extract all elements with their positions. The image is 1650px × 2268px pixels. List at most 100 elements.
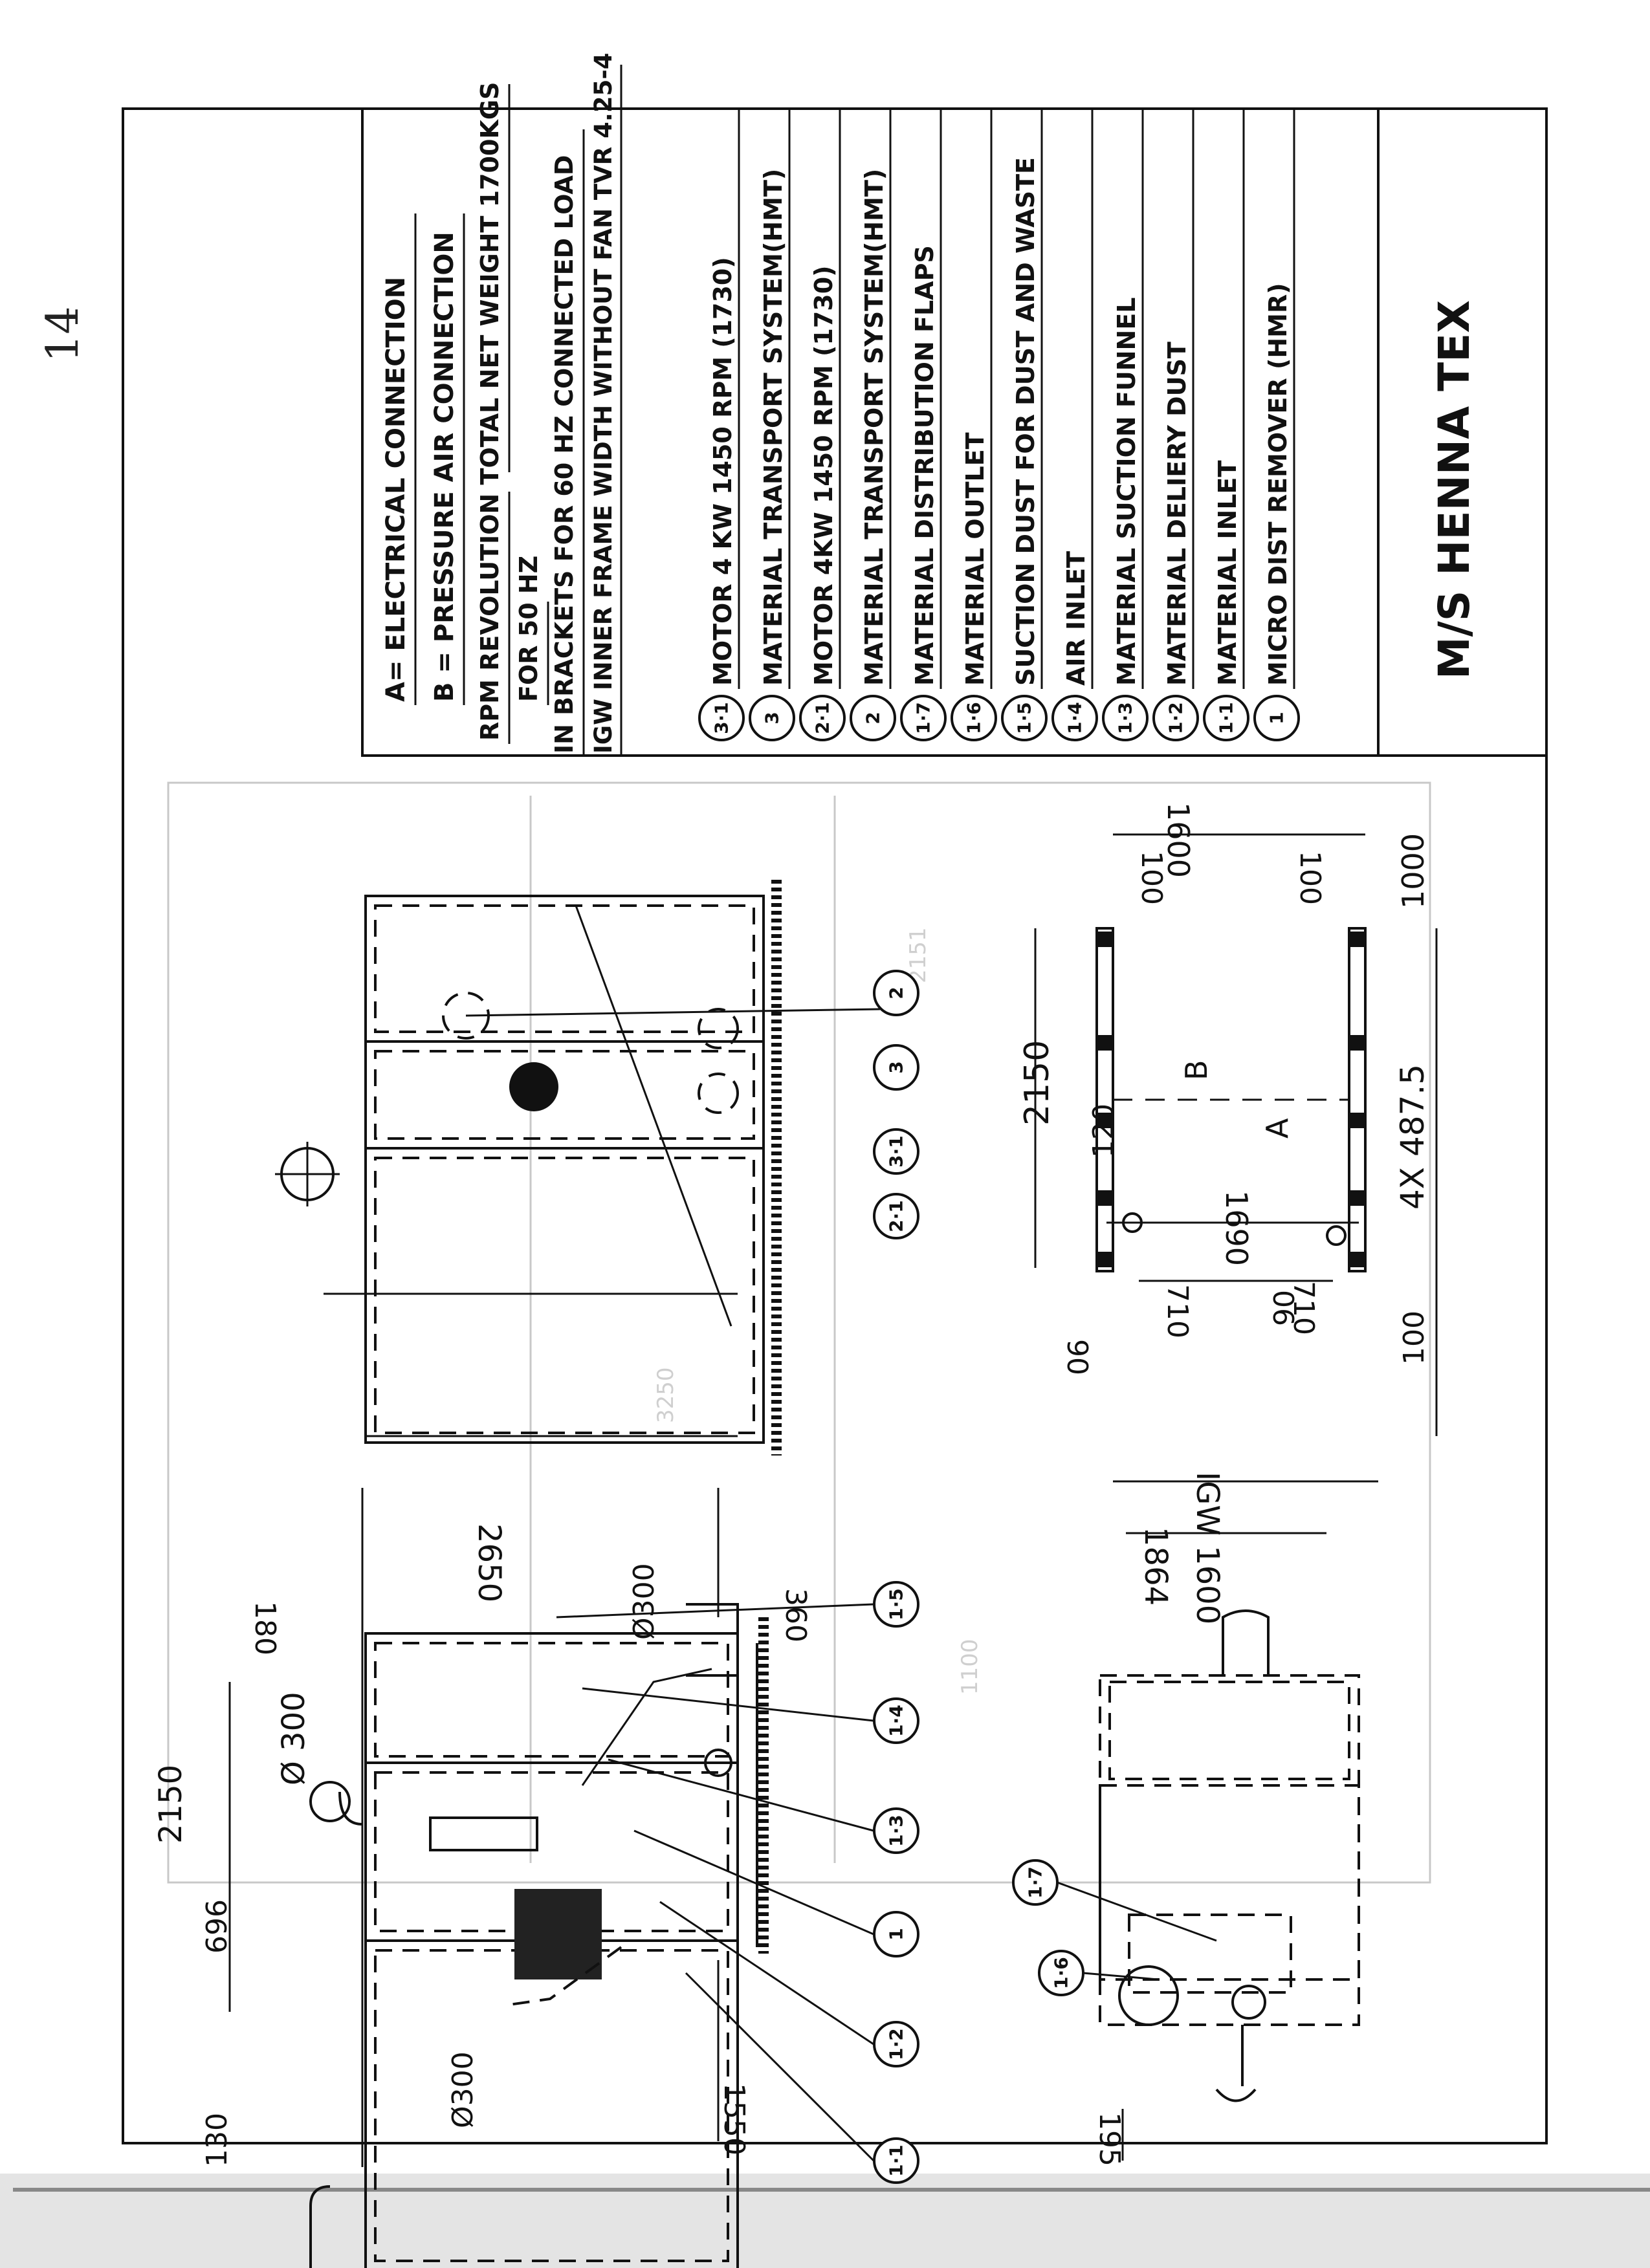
side-callout-0: 1·1 — [873, 2137, 919, 2184]
foundation-view: 2150 1600 100 100 120 1690 710 90 90 710… — [1018, 802, 1438, 1436]
found-dim-100a: 100 — [1135, 851, 1168, 905]
found-dim-100b: 100 — [1293, 851, 1326, 905]
dia-300-right: Ø300 — [628, 1563, 661, 1640]
legend-item-10-text: MATERIAL INLET — [1213, 460, 1242, 686]
legend-item-10-callout-label: 1·1 — [1216, 702, 1237, 734]
dim-2650: 2650 — [471, 1523, 507, 1602]
side-callout-4-label: 1·4 — [886, 1705, 907, 1737]
legend-item-11-callout-label: 1 — [1266, 712, 1288, 724]
notes: A= ELECTRICAL CONNECTION B = PRESSURE AI… — [381, 53, 622, 757]
side-callout-2-leader — [633, 1829, 874, 1935]
legend-item-5-callout-circle — [951, 695, 997, 741]
end-callout-1-circle — [873, 1128, 919, 1175]
side-callout-1-label: 1·2 — [886, 2028, 907, 2060]
legend-item-4-callout: 1·7 — [900, 695, 947, 741]
note-electrical: A= ELECTRICAL CONNECTION — [381, 277, 411, 702]
legend-item-0-text: MOTOR 4 KW 1450 RPM (1730) — [709, 257, 737, 686]
scan-bottom-band — [0, 2174, 1650, 2268]
legend-item-6-callout-label: 1·5 — [1014, 702, 1035, 734]
note-pressure-air: B = PRESSURE AIR CONNECTION — [430, 232, 459, 702]
legend-item-6-callout: 1·5 — [1001, 695, 1048, 741]
plan-callout-1-label: 1·7 — [1025, 1866, 1046, 1899]
plan-callout-0-label: 1·6 — [1051, 1957, 1072, 1989]
side-callout-3-label: 1·3 — [886, 1815, 907, 1847]
found-dim-710a: 710 — [1161, 1284, 1194, 1338]
note-igw: IGW INNER FRAME WIDTH WITHOUT FAN TVR 4.… — [589, 53, 617, 754]
legend-item-11-text: MICRO DIST REMOVER (HMR) — [1264, 283, 1292, 686]
side-callout-3-circle — [873, 1807, 919, 1854]
side-callout-2-circle — [873, 1911, 919, 1957]
legend-item-6-callout-circle — [1001, 695, 1048, 741]
legend-item-4-callout-label: 1·7 — [913, 702, 934, 734]
plan-callout-1: 1·7 — [1012, 1859, 1059, 1906]
found-dim-1000: 1000 — [1396, 833, 1431, 909]
legend-item-6-text: SUCTION DUST FOR DUST AND WASTE — [1011, 157, 1040, 686]
side-callout-1-circle — [873, 2021, 919, 2067]
plan-callout-1-leader — [1057, 1881, 1217, 1942]
legend-item-3-callout-label: 2 — [863, 712, 884, 724]
dim-1864: 1864 — [1138, 1527, 1174, 1606]
legend-item-2-callout-circle — [799, 695, 846, 741]
found-dim-2150: 2150 — [1018, 1040, 1057, 1126]
dim-696: 696 — [201, 1899, 234, 1954]
legend-item-9-callout: 1·2 — [1152, 695, 1199, 741]
side-callout-2-label: 1 — [886, 1928, 907, 1940]
page-number: 14 — [38, 306, 89, 362]
legend-item-0-callout-circle — [698, 695, 745, 741]
dim-180: 180 — [248, 1601, 281, 1655]
dim-igw-1600: IGW 1600 — [1189, 1472, 1226, 1624]
legend-item-3-callout-circle — [850, 695, 896, 741]
note-50hz: FOR 50 HZ — [514, 556, 543, 702]
side-callout-5-circle — [873, 1581, 919, 1628]
side-callout-4-circle — [873, 1697, 919, 1744]
dim-130: 130 — [201, 2113, 234, 2167]
legend-item-1-callout-circle — [749, 695, 795, 741]
end-callout-0: 2·1 — [873, 1193, 919, 1239]
legend-item-1-callout: 3 — [749, 695, 795, 741]
legend-item-4-callout-circle — [900, 695, 947, 741]
legend-item-7-callout: 1·4 — [1051, 695, 1098, 741]
legend-item-11-callout: 1 — [1253, 695, 1300, 741]
found-dim-90a: 90 — [1061, 1339, 1094, 1375]
side-callout-4: 1·4 — [873, 1697, 919, 1744]
side-callout-3-leader — [608, 1758, 874, 1832]
legend-item-2-callout-label: 2·1 — [812, 702, 833, 734]
svg-text:3250: 3250 — [653, 1367, 679, 1423]
dim-360: 360 — [779, 1588, 812, 1642]
legend-item-5-text: MATERIAL OUTLET — [961, 432, 989, 686]
end-view — [275, 880, 881, 1456]
dim-195: 195 — [1093, 2112, 1126, 2166]
legend-item-0-callout-label: 3·1 — [711, 702, 732, 734]
end-callout-2-circle — [873, 1044, 919, 1091]
dim-1550: 1550 — [718, 2083, 751, 2155]
side-callout-1: 1·2 — [873, 2021, 919, 2067]
plan-callout-0: 1·6 — [1038, 1950, 1084, 1996]
end-callout-0-label: 2·1 — [886, 1200, 907, 1232]
legend-item-9-text: MATERIAL DELIERY DUST — [1163, 342, 1191, 686]
legend-item-5-callout-label: 1·6 — [963, 702, 985, 734]
found-label-a: A — [1260, 1118, 1295, 1139]
side-callout-5: 1·5 — [873, 1581, 919, 1628]
side-callout-3: 1·3 — [873, 1807, 919, 1854]
side-callout-0-label: 1·1 — [886, 2144, 907, 2177]
legend-item-8-callout: 1·3 — [1102, 695, 1149, 741]
legend-item-3-callout: 2 — [850, 695, 896, 741]
svg-text:1100: 1100 — [957, 1639, 983, 1695]
legend-item-4-text: MATERIAL DISTRIBUTION FLAPS — [910, 245, 939, 686]
end-callout-3: 2 — [873, 970, 919, 1016]
note-60hz-load: IN BRACKETS FOR 60 HZ CONNECTED LOAD — [550, 155, 578, 754]
end-callout-0-circle — [873, 1193, 919, 1239]
side-callout-5-leader — [556, 1603, 874, 1619]
legend-item-7-callout-circle — [1051, 695, 1098, 741]
found-dim-120: 120 — [1087, 1104, 1120, 1158]
found-label-b: B — [1179, 1060, 1214, 1080]
note-rpm-weight: RPM REVOLUTION TOTAL NET WEIGHT 1700KGS — [476, 82, 504, 741]
legend-item-1-callout-label: 3 — [762, 712, 783, 724]
title-block: M/S HENNA TEX — [361, 107, 1548, 757]
legend-item-8-callout-label: 1·3 — [1115, 702, 1136, 734]
dia-300-top: Ø 300 — [276, 1692, 312, 1785]
end-callout-3-circle — [873, 970, 919, 1016]
legend-item-0-callout: 3·1 — [698, 695, 745, 741]
side-callout-2: 1 — [873, 1911, 919, 1957]
end-callout-3-label: 2 — [886, 987, 907, 999]
